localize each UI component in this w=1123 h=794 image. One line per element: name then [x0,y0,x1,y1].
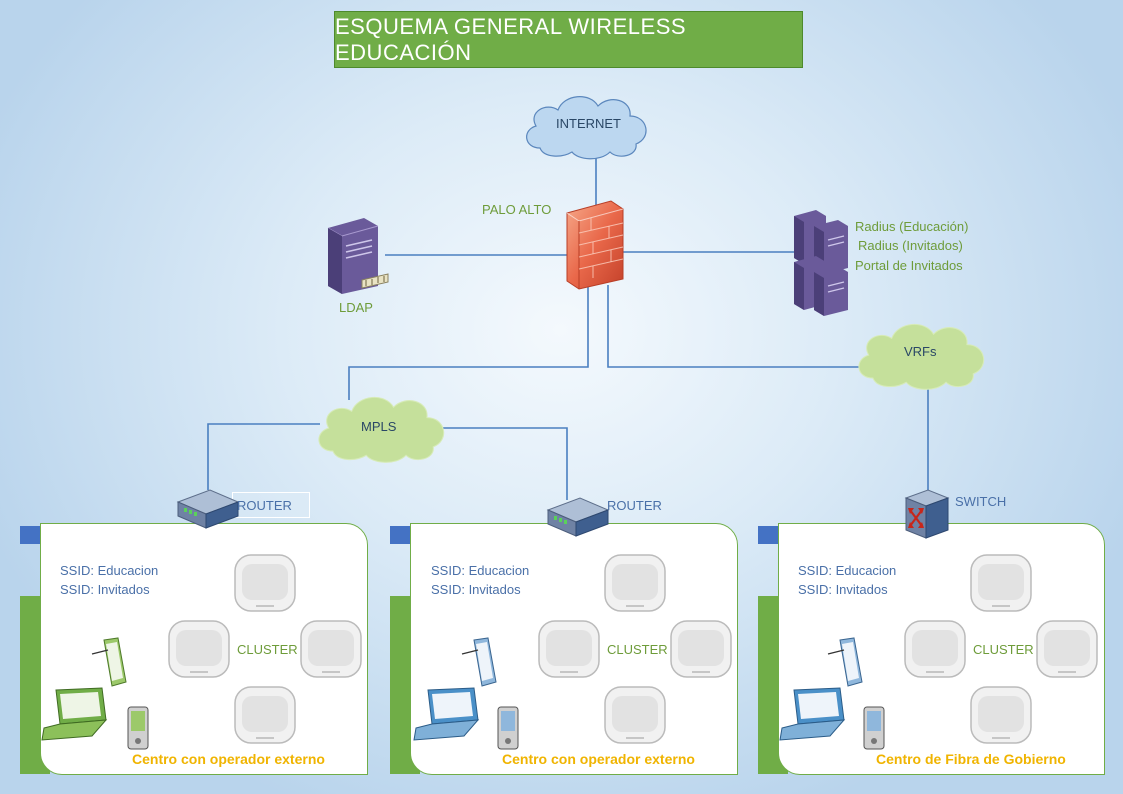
tablet-icon [91,637,127,687]
site-3-center-name: Centro de Fibra de Gobierno [876,751,1066,767]
access-point-icon [904,620,966,678]
tablet-icon [461,637,497,687]
site-2-ssid-educacion: SSID: Educacion [431,563,530,578]
phone-icon [863,706,885,750]
access-point-icon [234,686,296,744]
switch-label: SWITCH [955,494,1007,509]
site-3-ssid-invitados: SSID: Invitados [798,582,888,597]
firewall-mpls-link [348,285,589,400]
mpls-cloud-icon [318,397,445,463]
ldap-label: LDAP [339,300,373,315]
site-3-ssid-educacion: SSID: Educacion [798,563,897,578]
site-1-ssid-invitados: SSID: Invitados [60,582,150,597]
site-2-center-name: Centro con operador externo [502,751,695,767]
access-point-icon [538,620,600,678]
server-cluster-icon [794,210,848,316]
access-point-icon [670,620,732,678]
switch-icon [904,489,950,539]
access-point-icon [970,554,1032,612]
site-1-accent-blue [20,526,46,544]
site-2-ssid-invitados: SSID: Invitados [431,582,521,597]
router-icon [546,497,610,537]
laptop-icon [41,687,108,741]
diagram-title: ESQUEMA GENERAL WIRELESS EDUCACIÓN [334,11,803,68]
site-3-cluster-label: CLUSTER [973,642,1034,657]
router-icon [176,489,240,529]
site-2-cluster-label: CLUSTER [607,642,668,657]
laptop-icon [779,687,846,741]
access-point-icon [300,620,362,678]
portal-invitados-label: Portal de Invitados [855,258,963,273]
access-point-icon [970,686,1032,744]
site-1-cluster-label: CLUSTER [237,642,298,657]
router-2-label: ROUTER [607,498,662,513]
firewall-label: PALO ALTO [482,202,552,217]
mpls-router2-link [440,427,568,500]
phone-icon [127,706,149,750]
site-3-accent-blue [758,526,784,544]
internet-cloud-icon [526,96,647,160]
access-point-icon [604,554,666,612]
vrfs-label: VRFs [904,344,937,359]
site-2-accent-blue [390,526,416,544]
laptop-icon [413,687,480,741]
access-point-icon [604,686,666,744]
mpls-router1-link [207,423,320,490]
server-icon [327,218,389,294]
radius-educacion-label: Radius (Educación) [855,219,969,234]
site-1-ssid-educacion: SSID: Educacion [60,563,159,578]
site-1-center-name: Centro con operador externo [132,751,325,767]
radius-invitados-label: Radius (Invitados) [858,238,963,253]
router-1-label: ROUTER [237,498,292,513]
mpls-label: MPLS [361,419,397,434]
access-point-icon [234,554,296,612]
firewall-vrfs-link [607,285,862,368]
access-point-icon [1036,620,1098,678]
internet-label: INTERNET [556,116,621,131]
firewall-icon [566,200,624,290]
access-point-icon [168,620,230,678]
phone-icon [497,706,519,750]
tablet-icon [827,637,863,687]
vrfs-cloud-icon [858,324,985,390]
